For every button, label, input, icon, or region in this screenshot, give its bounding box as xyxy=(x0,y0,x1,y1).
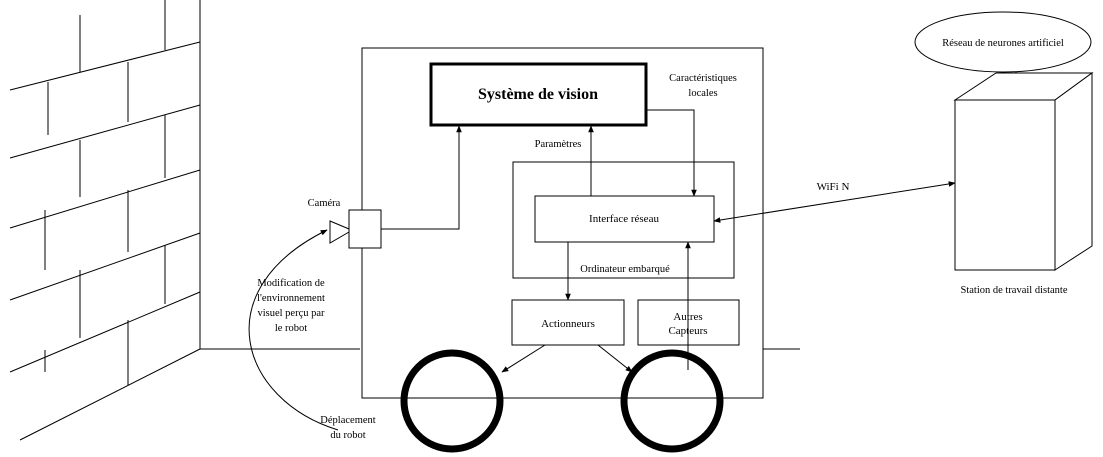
network-interface-label: Interface réseau xyxy=(589,213,659,225)
actuators-box xyxy=(511,299,625,346)
brick-wall xyxy=(9,0,360,441)
camera-label: Caméra xyxy=(308,198,341,209)
vision-system-title: Système de vision xyxy=(478,86,598,103)
camera-to-vision-arrow xyxy=(381,125,462,230)
features-arrow xyxy=(646,109,697,197)
right-wheel xyxy=(620,349,724,453)
neural-network-label: Réseau de neurones artificiel xyxy=(942,38,1064,49)
feedback-curve-arrow xyxy=(248,229,339,431)
features-label-line2: locales xyxy=(688,88,717,99)
network-interface-box xyxy=(534,195,715,243)
actuators-to-right-wheel-arrow xyxy=(597,344,633,373)
neural-network-ellipse xyxy=(914,11,1092,73)
movement-line1: Déplacement xyxy=(320,415,375,426)
features-label-line1: Caractéristiques xyxy=(669,73,737,84)
modification-line3: visuel perçu par xyxy=(257,308,325,319)
movement-line2: du robot xyxy=(330,430,365,441)
modification-line1: Modification de xyxy=(257,278,325,289)
parameters-label: Paramètres xyxy=(535,139,582,150)
vision-system-box xyxy=(429,62,648,127)
wifi-label: WiFi N xyxy=(817,181,850,193)
modification-line4: le robot xyxy=(275,323,307,334)
onboard-computer-label: Ordinateur embarqué xyxy=(580,264,670,275)
workstation-icon xyxy=(953,72,1094,271)
camera-body xyxy=(348,209,382,249)
camera-lens-icon xyxy=(329,220,350,244)
actuators-to-left-wheel-arrow xyxy=(501,344,546,373)
left-wheel xyxy=(400,349,504,453)
workstation-label: Station de travail distante xyxy=(960,285,1067,296)
actuators-label: Actionneurs xyxy=(541,318,595,330)
wifi-link-arrow xyxy=(713,181,956,223)
modification-line2: l'environnement xyxy=(257,293,325,304)
